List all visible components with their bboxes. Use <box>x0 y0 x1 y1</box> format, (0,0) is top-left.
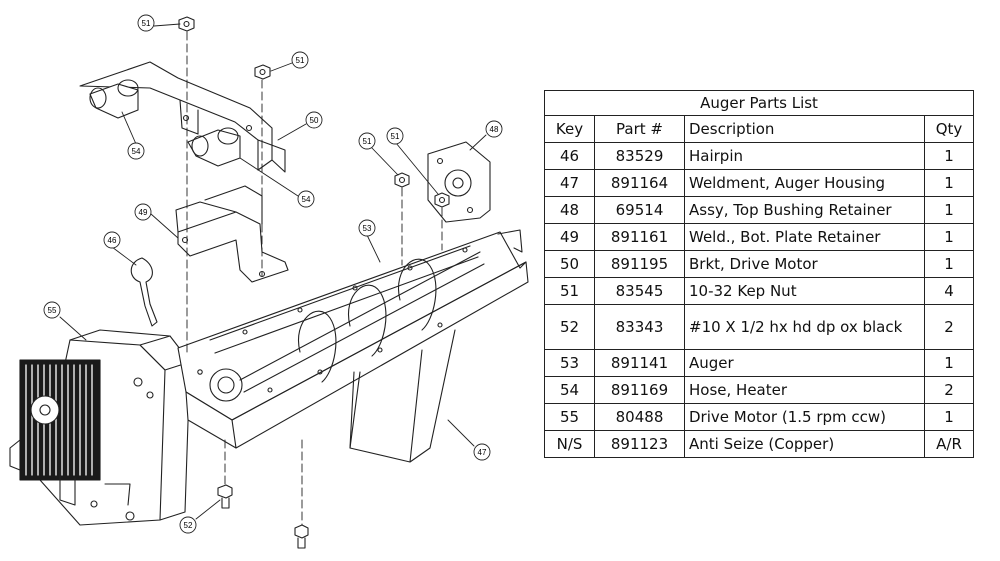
cell-part: 69514 <box>594 196 685 224</box>
cell-qty: 2 <box>924 376 974 404</box>
cell-qty: 1 <box>924 403 974 431</box>
cell-key: 48 <box>544 196 595 224</box>
cell-qty: 1 <box>924 349 974 377</box>
cell-description: Brkt, Drive Motor <box>684 250 925 278</box>
table-row: 46 83529 Hairpin 1 <box>544 142 974 170</box>
heater-hose-part <box>89 79 241 167</box>
cell-key: 52 <box>544 304 595 350</box>
kep-nut-part <box>178 16 450 208</box>
table-row: 51 83545 10-32 Kep Nut 4 <box>544 277 974 305</box>
screw-part <box>217 484 309 549</box>
cell-qty: 1 <box>924 169 974 197</box>
cell-description: #10 X 1/2 hx hd dp ox black <box>684 304 925 350</box>
table-title: Auger Parts List <box>544 90 974 116</box>
column-header-qty: Qty <box>924 115 974 143</box>
cell-qty: 1 <box>924 223 974 251</box>
cell-key: 49 <box>544 223 595 251</box>
cell-key: N/S <box>544 430 595 458</box>
column-header-key: Key <box>544 115 595 143</box>
table-row: 49 891161 Weld., Bot. Plate Retainer 1 <box>544 223 974 251</box>
bottom-plate-retainer-part <box>175 185 289 283</box>
cell-key: 54 <box>544 376 595 404</box>
table-row: 48 69514 Assy, Top Bushing Retainer 1 <box>544 196 974 224</box>
callout-label: 49 <box>139 208 148 217</box>
column-header-part: Part # <box>594 115 685 143</box>
cell-part: 83545 <box>594 277 685 305</box>
cell-description: Weld., Bot. Plate Retainer <box>684 223 925 251</box>
cell-part: 80488 <box>594 403 685 431</box>
table-row: 55 80488 Drive Motor (1.5 rpm ccw) 1 <box>544 403 974 431</box>
cell-description: Hairpin <box>684 142 925 170</box>
callout-label: 54 <box>132 147 141 156</box>
callout-label: 51 <box>296 56 305 65</box>
cell-key: 47 <box>544 169 595 197</box>
table-row: 47 891164 Weldment, Auger Housing 1 <box>544 169 974 197</box>
auger-part <box>239 251 485 393</box>
cell-qty: 1 <box>924 250 974 278</box>
cell-part: 891169 <box>594 376 685 404</box>
callout-label: 53 <box>363 224 372 233</box>
cell-key: 46 <box>544 142 595 170</box>
cell-description: Weldment, Auger Housing <box>684 169 925 197</box>
cell-qty: A/R <box>924 430 974 458</box>
cell-description: Drive Motor (1.5 rpm ccw) <box>684 403 925 431</box>
top-bushing-retainer-part <box>427 141 491 223</box>
table-row: N/S 891123 Anti Seize (Copper) A/R <box>544 430 974 458</box>
callout-label: 50 <box>310 116 319 125</box>
parts-list-table: Auger Parts List Key Part # Description … <box>544 90 974 458</box>
cell-part: 891164 <box>594 169 685 197</box>
cell-description: Auger <box>684 349 925 377</box>
table-row: 52 83343 #10 X 1/2 hx hd dp ox black 2 <box>544 304 974 350</box>
callout-label: 48 <box>490 125 499 134</box>
cell-description: 10-32 Kep Nut <box>684 277 925 305</box>
cell-qty: 2 <box>924 304 974 350</box>
callout-label: 52 <box>184 521 193 530</box>
cell-part: 83343 <box>594 304 685 350</box>
table-row: 53 891141 Auger 1 <box>544 349 974 377</box>
cell-key: 50 <box>544 250 595 278</box>
cell-description: Hose, Heater <box>684 376 925 404</box>
cell-key: 55 <box>544 403 595 431</box>
drive-motor-part <box>9 329 191 526</box>
cell-part: 891161 <box>594 223 685 251</box>
auger-housing-part <box>177 229 529 463</box>
callout-label: 47 <box>478 448 487 457</box>
exploded-assembly-drawing: 51 51 50 54 54 49 46 55 52 51 51 48 53 4… <box>9 14 529 549</box>
callout-label: 46 <box>108 236 117 245</box>
column-header-description: Description <box>684 115 925 143</box>
callout-labels: 51 51 50 54 54 49 46 55 52 51 51 48 53 4… <box>48 19 499 530</box>
cell-part: 83529 <box>594 142 685 170</box>
callout-label: 51 <box>391 132 400 141</box>
callout-circles <box>43 14 503 534</box>
cell-part: 891195 <box>594 250 685 278</box>
cell-qty: 1 <box>924 196 974 224</box>
cell-part: 891141 <box>594 349 685 377</box>
callout-label: 51 <box>142 19 151 28</box>
cell-qty: 1 <box>924 142 974 170</box>
callout-label: 54 <box>302 195 311 204</box>
motor-bracket-part <box>79 61 286 173</box>
cell-key: 53 <box>544 349 595 377</box>
callout-label: 51 <box>363 137 372 146</box>
callout-label: 55 <box>48 306 57 315</box>
cell-key: 51 <box>544 277 595 305</box>
table-row: 50 891195 Brkt, Drive Motor 1 <box>544 250 974 278</box>
table-row: 54 891169 Hose, Heater 2 <box>544 376 974 404</box>
cell-description: Anti Seize (Copper) <box>684 430 925 458</box>
cell-description: Assy, Top Bushing Retainer <box>684 196 925 224</box>
cell-part: 891123 <box>594 430 685 458</box>
cell-qty: 4 <box>924 277 974 305</box>
hairpin-part <box>130 257 158 327</box>
